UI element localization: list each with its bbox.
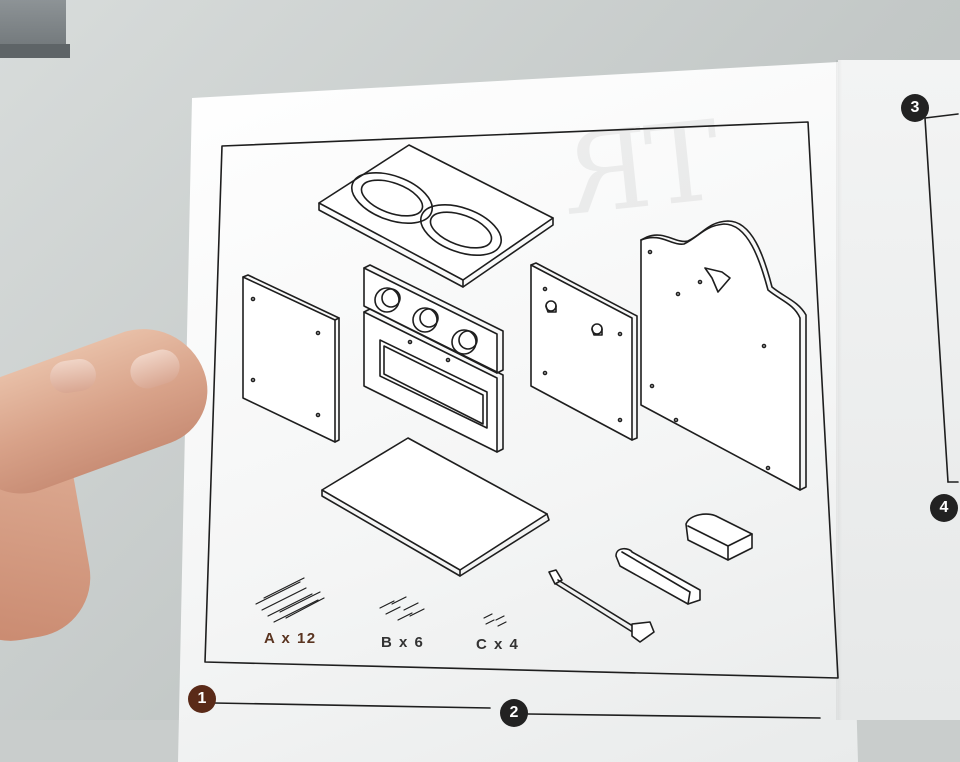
screw-group-b [379, 596, 425, 621]
step-badge-1: 1 [188, 685, 216, 713]
towel-rail-part [548, 569, 655, 643]
shelf-lip [0, 44, 70, 58]
step-badge-2: 2 [500, 699, 528, 727]
control-panel [363, 264, 504, 374]
left-side-panel [242, 274, 340, 443]
step-badge-4: 4 [930, 494, 958, 522]
hardware-label-b: B x 6 [381, 634, 425, 651]
base-shelf-panel [321, 437, 550, 577]
cooktop-panel [318, 144, 554, 288]
middle-divider-panel [530, 262, 638, 441]
screw-group-a [255, 577, 325, 623]
page-crease [836, 60, 842, 720]
hardware-label-a: A x 12 [264, 630, 317, 647]
small-block-part [685, 513, 753, 561]
step-badge-3: 3 [901, 94, 929, 122]
handle-bar-part [615, 547, 701, 605]
instruction-page-right [838, 60, 960, 720]
hardware-label-c: C x 4 [476, 636, 520, 653]
parts-diagram [204, 113, 959, 719]
oven-door-panel [363, 308, 504, 453]
back-panel [640, 220, 807, 491]
pin-group-c [483, 613, 507, 627]
diagram-border [204, 121, 839, 679]
